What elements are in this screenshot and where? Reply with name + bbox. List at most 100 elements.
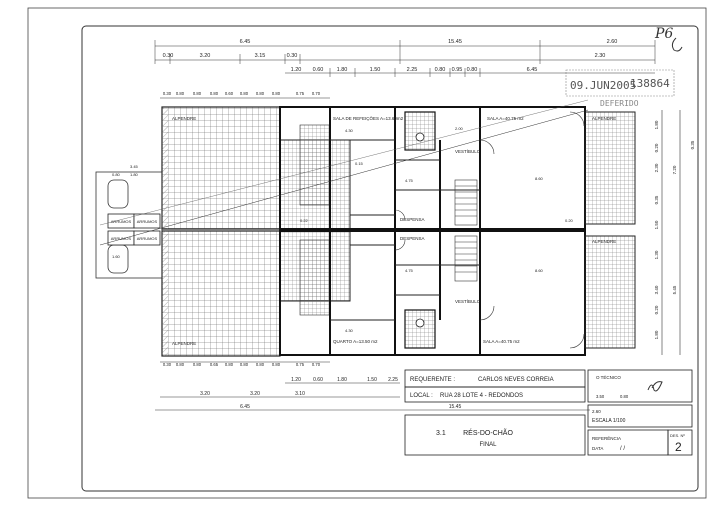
bdim-row3-d: 0.65 bbox=[210, 362, 219, 367]
interior-partitions bbox=[330, 139, 480, 321]
dim-row1-d: 0.30 bbox=[287, 53, 298, 59]
dim-row3-j: 0.70 bbox=[312, 91, 321, 96]
label-alpendre-upper: ALPENDRE bbox=[592, 116, 616, 121]
door-swings bbox=[394, 111, 585, 349]
bdim-row3-f: 0.80 bbox=[240, 362, 249, 367]
alpendre-lower bbox=[584, 235, 636, 349]
tecnico-box bbox=[587, 369, 693, 403]
dim-row3-b: 0.80 bbox=[176, 91, 185, 96]
label-vestibulo-upper: VESTÍBULO bbox=[455, 148, 481, 154]
local-box bbox=[404, 386, 586, 403]
bdim-row1-a: 3.20 bbox=[200, 391, 210, 397]
label-despensa-lower: DESPENSA bbox=[400, 236, 425, 241]
dim-080-tb: 0.80 bbox=[620, 394, 629, 399]
label-arrumos-upper-2: ARRUMOS bbox=[137, 219, 158, 224]
escala-num: 2.60 bbox=[592, 409, 601, 414]
top-dimension-lines bbox=[154, 40, 656, 99]
stamp-date: 09.JUN2005 bbox=[570, 79, 636, 92]
bdim-row3-e: 0.80 bbox=[225, 362, 234, 367]
sheet-title: RÉS-DO-CHÃO bbox=[463, 428, 513, 437]
technician-signature bbox=[647, 381, 663, 392]
bdim-row3-i: 0.75 bbox=[296, 362, 305, 367]
top-small-dims: 0.30 0.80 0.80 0.80 0.60 0.80 0.80 0.80 … bbox=[163, 91, 321, 96]
label-despensa-upper: DESPENSA bbox=[400, 217, 425, 222]
toilet-upper bbox=[415, 132, 425, 142]
dim-row2-right: 6.45 bbox=[527, 67, 538, 73]
left-wall-hatch-lower bbox=[162, 231, 168, 356]
label-sala-upper: SALA A=40.75 m2 bbox=[487, 116, 524, 121]
dim-row3-d: 0.80 bbox=[210, 91, 219, 96]
small-tiled-lower bbox=[299, 239, 331, 316]
bdim-row3-c: 0.80 bbox=[193, 362, 202, 367]
escala-box bbox=[587, 404, 693, 428]
floor-plan: ARRUMOS ARRUMOS ARRUMOS ARRUMOS bbox=[95, 99, 636, 357]
referencia-box bbox=[587, 429, 669, 456]
dim-860-upper: 8.60 bbox=[535, 176, 544, 181]
rdim-9: 1.80 bbox=[654, 330, 659, 339]
bdim-row2-c: 1.80 bbox=[337, 377, 347, 383]
handwritten-sheet-number: P6 bbox=[654, 26, 673, 42]
left-wall-hatch-upper bbox=[162, 107, 168, 229]
bottom-small-dims: 0.30 0.80 0.80 0.65 0.80 0.80 0.80 0.80 … bbox=[163, 362, 321, 367]
dim-row1-b: 3.20 bbox=[200, 53, 211, 59]
section-line-2 bbox=[99, 99, 589, 226]
rdim-12: 0.35 bbox=[690, 140, 695, 149]
bdim-row2-d: 1.50 bbox=[367, 377, 377, 383]
dim-row3-h: 0.80 bbox=[272, 91, 281, 96]
bdim-row2-e: 2.25 bbox=[388, 377, 398, 383]
toilet-lower bbox=[415, 318, 425, 328]
bdim-row1-b: 3.20 bbox=[250, 391, 260, 397]
dim-row3-f: 0.80 bbox=[240, 91, 249, 96]
bottom-dimension-texts: 1.20 0.60 1.80 1.50 2.25 3.20 3.20 3.10 … bbox=[200, 377, 461, 410]
dim-row2-f: 0.80 bbox=[435, 67, 446, 73]
handwritten-sheet-mark: P6 bbox=[654, 26, 683, 52]
bathroom-upper bbox=[404, 111, 436, 151]
building-walls bbox=[279, 106, 586, 356]
data-label: DATA bbox=[592, 446, 603, 451]
arrumos-box-upper-2 bbox=[133, 213, 161, 229]
rdim-5: 1.50 bbox=[654, 220, 659, 229]
label-arrumos-upper-1: ARRUMOS bbox=[111, 219, 132, 224]
dim-row2-d: 1.50 bbox=[370, 67, 381, 73]
arrumos-labels: ARRUMOS ARRUMOS ARRUMOS ARRUMOS bbox=[111, 219, 158, 241]
label-sala-lower: SALA A=40.75 m2 bbox=[483, 339, 520, 344]
dim-080: 0.80 bbox=[112, 172, 121, 177]
dim-row1-c: 3.15 bbox=[255, 53, 266, 59]
bdim-left-span: 6.45 bbox=[240, 404, 250, 410]
bdim-overall: 15.45 bbox=[449, 404, 462, 410]
dim-row3-e: 0.60 bbox=[225, 91, 234, 96]
sheet-outer-border bbox=[27, 7, 707, 499]
entrance-pillar-top bbox=[107, 179, 129, 209]
entrance-block bbox=[95, 171, 163, 279]
dim-row1-right: 2.30 bbox=[595, 53, 606, 59]
bdim-row1-c: 3.10 bbox=[295, 391, 305, 397]
bdim-row2-b: 0.60 bbox=[313, 377, 323, 383]
rdim-8: 0.20 bbox=[654, 305, 659, 314]
rdim-10: 7.20 bbox=[672, 165, 677, 174]
dim-row2-b: 0.60 bbox=[313, 67, 324, 73]
rdim-6: 1.30 bbox=[654, 250, 659, 259]
section-line bbox=[99, 109, 589, 246]
dim-430-lower: 4.30 bbox=[345, 328, 354, 333]
dim-160: 1.60 bbox=[112, 254, 121, 259]
sheet-title-box bbox=[404, 414, 586, 456]
label-arrumos-lower-2: ARRUMOS bbox=[137, 236, 158, 241]
rdim-1: 1.80 bbox=[654, 120, 659, 129]
stamp-frame bbox=[565, 69, 675, 97]
bdim-row3-b: 0.80 bbox=[176, 362, 185, 367]
dim-475-lower: 4.75 bbox=[405, 268, 414, 273]
alpendre-upper bbox=[584, 111, 636, 225]
des-box bbox=[667, 429, 693, 456]
tecnico-label: O TÉCNICO bbox=[596, 374, 621, 380]
dim-860-lower: 8.60 bbox=[535, 268, 544, 273]
label-alpendre-left-upper: ALPENDRE bbox=[172, 116, 196, 121]
escala-label: ESCALA 1/100 bbox=[592, 418, 626, 424]
stamp-note: DEFERIDO bbox=[600, 99, 639, 108]
right-dimension-texts: 1.80 0.20 2.30 0.35 1.50 1.30 3.40 0.20 … bbox=[654, 120, 695, 339]
des-value: 2 bbox=[675, 440, 682, 454]
bdim-row3-g: 0.80 bbox=[256, 362, 265, 367]
dim-row3-i: 0.75 bbox=[296, 91, 305, 96]
dim-row1-a: 0.30 bbox=[163, 53, 174, 59]
dim-row2-a: 1.20 bbox=[291, 67, 302, 73]
left-yard-upper bbox=[161, 106, 281, 230]
